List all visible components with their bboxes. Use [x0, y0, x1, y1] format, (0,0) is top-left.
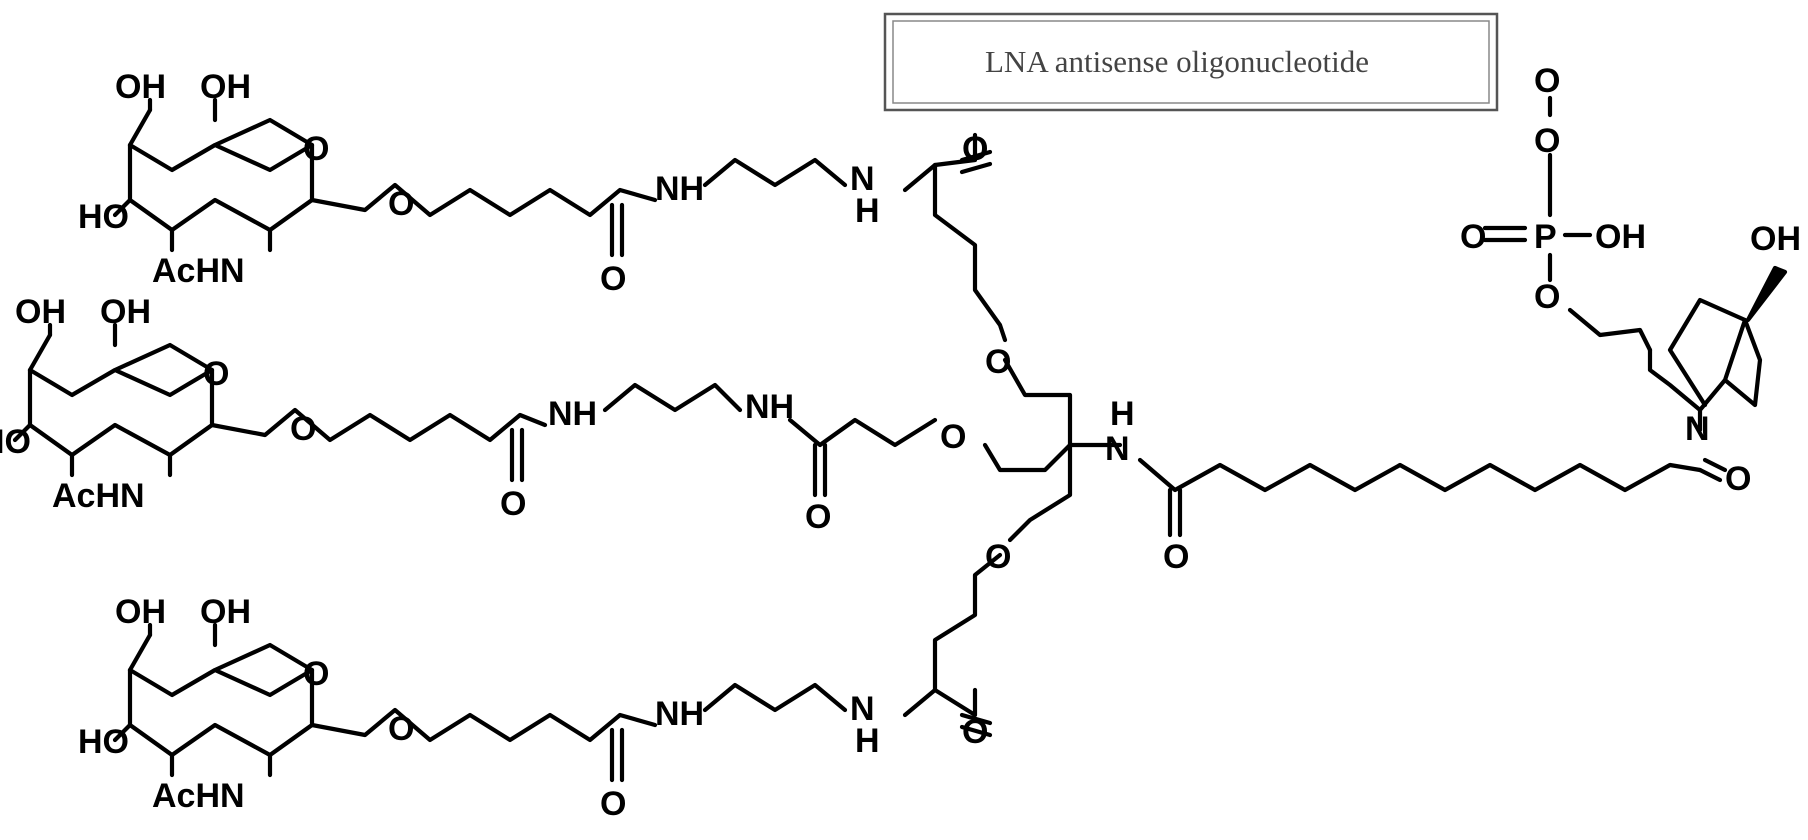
carbonyl-o-label: O	[600, 260, 626, 298]
oh-label: OH	[115, 593, 166, 631]
ho-label: HO	[78, 198, 129, 236]
h-label: H	[1110, 395, 1135, 433]
ether-o-label: O	[985, 343, 1011, 381]
galnac-sugar-bottom: OH OH O HO AcHN O O NH N H O	[78, 555, 1000, 823]
achn-label: AcHN	[152, 777, 245, 815]
oh-label: OH	[15, 293, 66, 331]
glycosidic-o-label: O	[388, 710, 414, 748]
galnac-sugar-top: OH OH O HO AcHN O O NH N H O	[78, 68, 1005, 340]
oh-label: OH	[200, 593, 251, 631]
phosphate-oh-label: OH	[1595, 218, 1646, 256]
pyrrolidine-n-label: N	[1685, 410, 1710, 448]
galnac-sugar-middle: OH OH O HO AcHN O O NH NH O O	[0, 293, 1070, 536]
achn-label: AcHN	[52, 477, 145, 515]
nh-label: NH	[655, 170, 704, 208]
glycosidic-o-label: O	[388, 185, 414, 223]
ring-o-label: O	[303, 655, 329, 693]
ring-o-label: O	[303, 130, 329, 168]
tris-core: O O	[985, 343, 1120, 576]
phosphate-o-label: O	[1534, 62, 1560, 100]
ho-label: HO	[78, 723, 129, 761]
hydroxyl-oh-label: OH	[1750, 220, 1801, 258]
oh-label: OH	[100, 293, 151, 331]
phosphate-o-label: O	[1534, 122, 1560, 160]
ether-o-label: O	[940, 418, 966, 456]
carbonyl-o-label: O	[1163, 538, 1189, 576]
carbonyl-o-label: O	[500, 485, 526, 523]
carbonyl-o-label: O	[962, 713, 988, 751]
phosphorus-label: P	[1534, 218, 1557, 256]
nh-label: NH	[548, 395, 597, 433]
carbonyl-o-label: O	[1725, 460, 1751, 498]
phosphate-o-label: O	[1534, 278, 1560, 316]
nh-label: NH	[745, 388, 794, 426]
achn-label: AcHN	[152, 252, 245, 290]
caption-text: LNA antisense oligonucleotide	[985, 44, 1369, 79]
oh-label: OH	[200, 68, 251, 106]
glycosidic-o-label: O	[290, 410, 316, 448]
ho-label: HO	[0, 423, 31, 461]
carbonyl-o-label: O	[962, 130, 988, 168]
hydroxyprolinol-phosphate: O O O P OH O OH N	[1460, 62, 1801, 448]
h-label: H	[855, 722, 880, 760]
ring-o-label: O	[203, 355, 229, 393]
carbonyl-o-label: O	[600, 785, 626, 823]
oh-label: OH	[115, 68, 166, 106]
nh-label: NH	[655, 695, 704, 733]
caption-box: LNA antisense oligonucleotide	[885, 14, 1497, 110]
dodecanoyl-linker: H N O O	[1105, 395, 1751, 576]
carbonyl-o-label: O	[805, 498, 831, 536]
n-label: N	[1105, 430, 1130, 468]
phosphate-o-label: O	[1460, 218, 1486, 256]
h-label: H	[855, 192, 880, 230]
